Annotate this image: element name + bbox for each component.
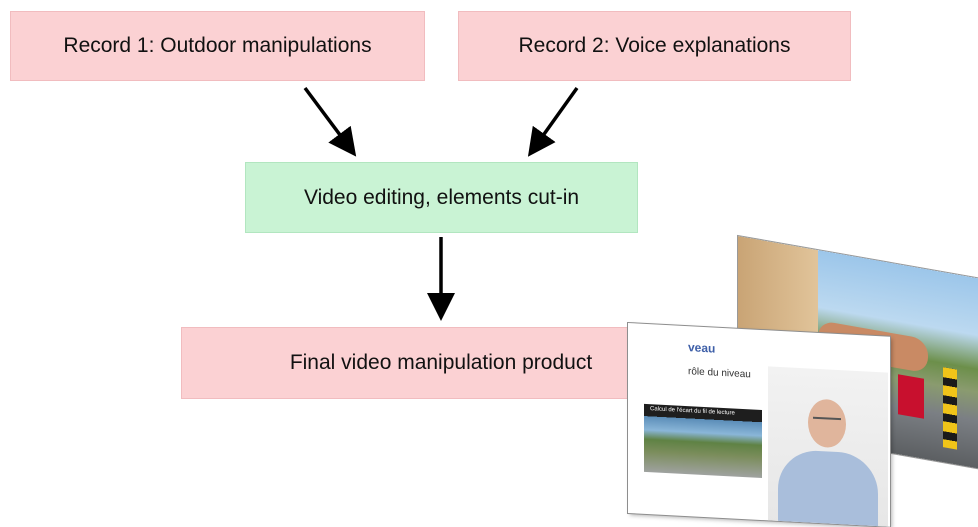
presenter-glasses bbox=[813, 416, 841, 427]
video-frame-screenshot: veau rôle du niveau Calcul de l'écart du… bbox=[628, 323, 890, 527]
slide-subheading: rôle du niveau bbox=[688, 366, 751, 381]
flow-arrows bbox=[303, 86, 579, 321]
record1-label: Record 1: Outdoor manipulations bbox=[63, 34, 372, 57]
final-product-label: Final video manipulation product bbox=[289, 351, 593, 374]
record2-label: Record 2: Voice explanations bbox=[518, 34, 791, 57]
video-editing-box: Video editing, elements cut-in bbox=[245, 162, 638, 233]
leveling-staff bbox=[943, 367, 957, 450]
level-instrument bbox=[898, 374, 924, 419]
arrow-record2-to-editing bbox=[527, 86, 579, 157]
arrow-record1-to-editing bbox=[303, 86, 357, 157]
slide-heading: veau bbox=[688, 340, 716, 356]
video-editing-label: Video editing, elements cut-in bbox=[303, 185, 580, 209]
record1-box: Record 1: Outdoor manipulations bbox=[10, 11, 425, 81]
final-product-box: Final video manipulation product bbox=[181, 327, 701, 399]
record2-box: Record 2: Voice explanations bbox=[458, 11, 851, 81]
